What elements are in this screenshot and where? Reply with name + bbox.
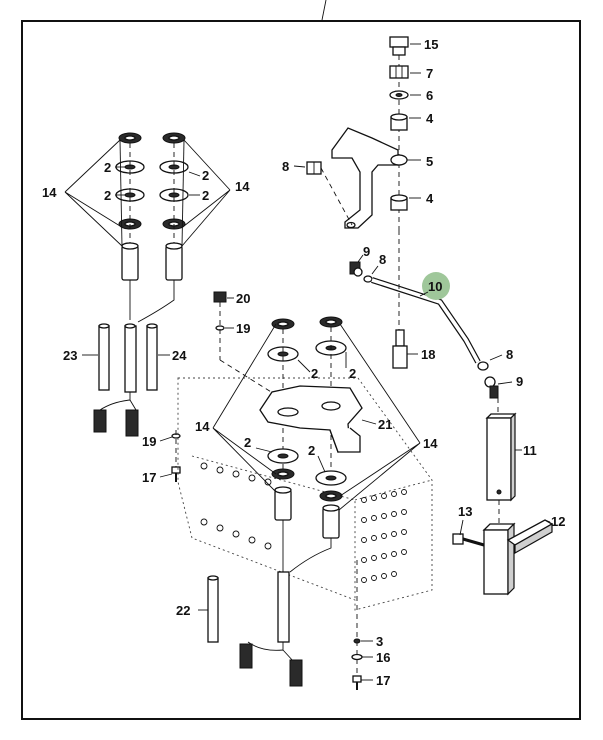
callout-22: 22 (176, 603, 190, 618)
callout-13: 13 (458, 504, 472, 519)
callout-10-highlight (422, 272, 450, 300)
callout-5: 5 (426, 154, 433, 169)
callout-2-left-c: 2 (104, 188, 111, 203)
callout-2-left-a: 2 (104, 160, 111, 175)
bushing-4-bottom (390, 194, 408, 211)
callout-23: 23 (63, 348, 77, 363)
callout-6: 6 (426, 88, 433, 103)
callout-20: 20 (236, 291, 250, 306)
callout-17-bottom: 17 (376, 673, 390, 688)
callout-14-center-b: 14 (423, 436, 438, 451)
lever-arm-11 (485, 412, 517, 502)
bolt-15 (389, 36, 409, 56)
callout-7: 7 (426, 66, 433, 81)
callout-14-left-b: 14 (235, 179, 250, 194)
pin-18 (392, 329, 408, 369)
center-sensors (274, 486, 340, 539)
callout-19-left: 19 (142, 434, 156, 449)
shaft-assembly-12 (482, 519, 554, 596)
callout-4-lower: 4 (426, 191, 434, 206)
callout-15: 15 (424, 37, 438, 52)
callout-9-lower: 9 (516, 374, 523, 389)
nut-3 (353, 638, 361, 644)
callout-2-center-b: 2 (349, 366, 356, 381)
washer-16 (351, 653, 363, 661)
left-stack-hardware (115, 132, 189, 230)
callout-9-upper: 9 (363, 244, 370, 259)
callout-24: 24 (172, 348, 187, 363)
callout-11: 11 (523, 443, 537, 458)
callout-2-left-d: 2 (202, 188, 209, 203)
callout-8-bracket: 8 (282, 159, 289, 174)
callout-2-center-c: 2 (244, 435, 251, 450)
top-edge-line (321, 0, 327, 21)
rods-23-24 (98, 323, 158, 393)
bolt-13 (452, 533, 485, 547)
housing-holes (200, 462, 407, 583)
nut-8-upper (363, 275, 373, 283)
bushing-4-top (390, 113, 408, 131)
bracket-5 (331, 127, 399, 229)
callout-2-left-b: 2 (202, 168, 209, 183)
callout-8-upper: 8 (379, 252, 386, 267)
callout-8-lower: 8 (506, 347, 513, 362)
callout-2-center-d: 2 (308, 443, 315, 458)
callout-4-upper: 4 (426, 111, 434, 126)
center-upper-hardware (267, 316, 347, 362)
callout-14-center-a: 14 (195, 419, 210, 434)
callout-17-left: 17 (142, 470, 156, 485)
callout-3: 3 (376, 634, 383, 649)
callout-labels: 15 7 6 4 5 8 4 9 8 10 18 8 9 11 12 13 14… (42, 37, 565, 688)
callout-18: 18 (421, 347, 435, 362)
callout-10: 10 (428, 279, 442, 294)
screw-17-bottom (352, 675, 362, 690)
left-sensors (121, 242, 183, 281)
screw-17-left (171, 466, 181, 482)
center-lower-hardware (267, 448, 347, 502)
callout-2-center-a: 2 (311, 366, 318, 381)
center-connectors (239, 643, 303, 687)
ball-joint-9-lower (484, 376, 499, 399)
left-connectors (93, 409, 139, 437)
callout-21: 21 (378, 417, 392, 432)
linkage-rod-10 (371, 278, 480, 363)
center-rod (277, 571, 290, 643)
callout-leaders (82, 43, 551, 681)
nut-8-lower (477, 361, 489, 371)
callout-14-left-a: 14 (42, 185, 57, 200)
callout-12: 12 (551, 514, 565, 529)
rod-22 (207, 575, 219, 643)
nut-7 (389, 65, 409, 79)
nut-8-left (306, 161, 322, 175)
nut-20 (213, 291, 227, 303)
ball-joint-9-upper (349, 261, 363, 277)
callout-16: 16 (376, 650, 390, 665)
callout-19-center: 19 (236, 321, 250, 336)
diagram-frame (21, 20, 581, 720)
base-housing (177, 377, 433, 611)
